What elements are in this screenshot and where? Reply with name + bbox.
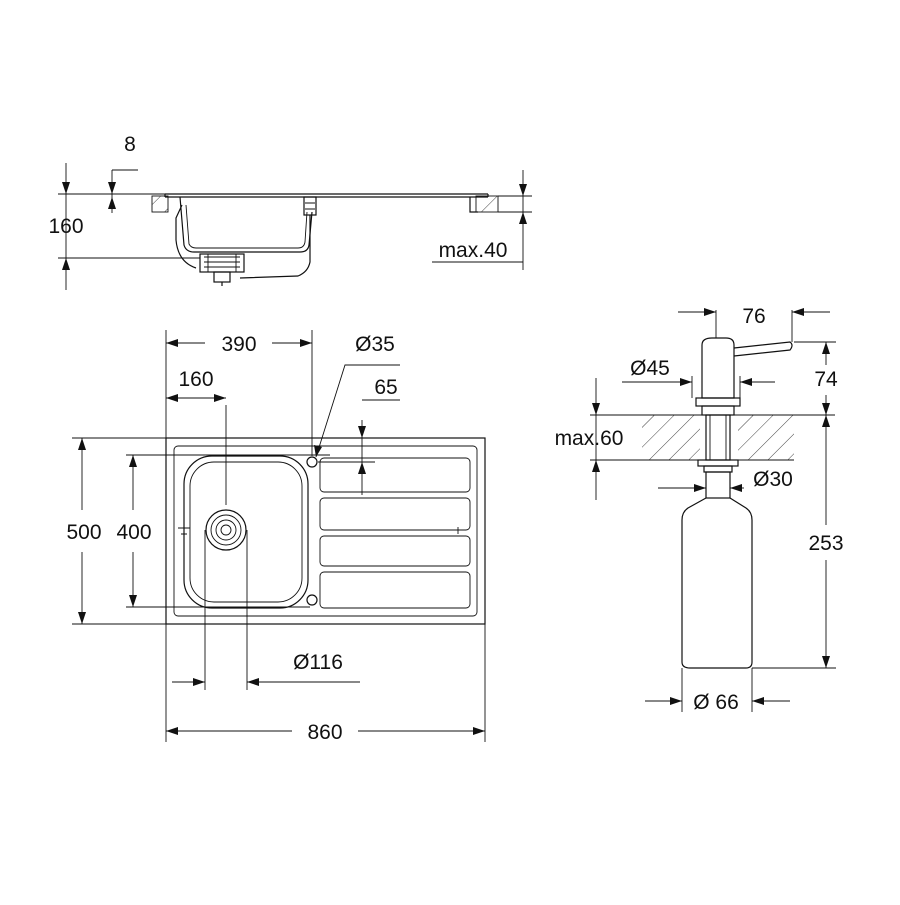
worktop-left-section [151, 195, 169, 213]
sink-rim [165, 193, 488, 198]
dim-rim-8: 8 [124, 133, 136, 156]
drainer-rib [319, 497, 471, 531]
worktop-section-left [642, 415, 700, 460]
bowl-profile [179, 196, 313, 253]
top-view: 390 160 Ø35 65 500 400 Ø116 [66, 330, 486, 744]
soap-dispenser: 76 Ø45 74 max.60 Ø30 253 [555, 305, 844, 714]
dim-head-45: Ø45 [630, 357, 670, 380]
dim-tap-edge-65: 65 [374, 376, 397, 399]
dim-shank-30: Ø30 [753, 468, 793, 491]
dim-waste-116: Ø116 [293, 651, 343, 674]
waste-plan [205, 509, 247, 551]
overflow-fitting [303, 196, 317, 216]
dim-bowl-depth-160: 160 [48, 215, 83, 238]
dim-width-860: 860 [307, 721, 342, 744]
dim-height-253: 253 [808, 532, 843, 555]
dim-bowl-400: 400 [116, 521, 151, 544]
dispenser-bottle [681, 497, 753, 669]
dim-tap-offset-390: 390 [221, 333, 256, 356]
worktop-right-section [475, 195, 499, 213]
dim-depth-500: 500 [66, 521, 101, 544]
dim-tap-hole-35: Ø35 [355, 333, 395, 356]
dim-bottle-66: Ø 66 [693, 691, 739, 714]
sink-outline [165, 437, 486, 625]
dispenser-spout [733, 341, 793, 357]
dim-spout-76: 76 [742, 305, 765, 328]
tap-hole [306, 456, 318, 468]
dispenser-head [701, 337, 735, 399]
drainer-rib [319, 571, 471, 609]
dim-head-74: 74 [814, 368, 838, 391]
dim-worktop-max-40: max.40 [439, 239, 508, 262]
dim-bowl-offset-160: 160 [178, 368, 213, 391]
drainer-rib [319, 457, 471, 493]
dim-worktop-max-60: max.60 [555, 427, 624, 450]
side-view: 8 160 max.40 [48, 133, 532, 290]
drainer-rib [319, 535, 471, 567]
worktop-section-right [738, 415, 794, 460]
